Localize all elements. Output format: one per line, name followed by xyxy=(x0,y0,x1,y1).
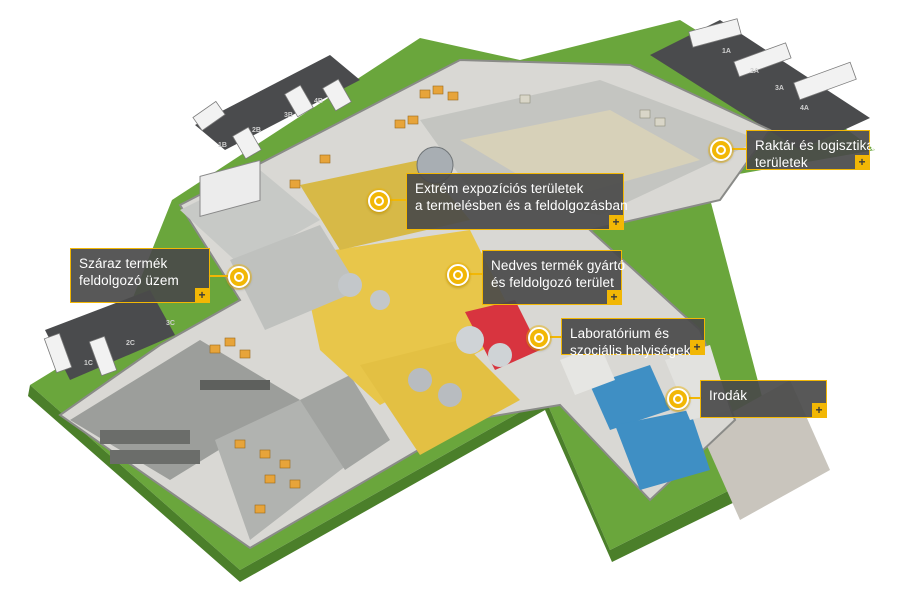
dock-label-1a: 1A xyxy=(722,48,731,55)
callout-warehouse-line-2: területek xyxy=(755,155,808,170)
connector-extreme xyxy=(384,199,408,201)
plus-icon: + xyxy=(812,403,826,417)
pallets xyxy=(209,85,666,514)
dock-label-3c: 3C xyxy=(166,320,175,327)
callout-warehouse[interactable]: Raktár és logisztikai területek + xyxy=(746,130,878,170)
plus-icon: + xyxy=(855,155,869,169)
callout-dry-line-2: feldolgozó üzem xyxy=(79,273,179,288)
dock-label-1c: 1C xyxy=(84,360,93,367)
hotspot-lab[interactable] xyxy=(528,327,550,349)
callout-lab[interactable]: Laboratórium és szociális helyiségek + xyxy=(561,318,705,358)
callout-wet-line-2: és feldolgozó terület xyxy=(491,275,614,290)
hotspot-extreme[interactable] xyxy=(368,190,390,212)
trucks xyxy=(43,18,857,377)
callout-extreme[interactable]: Extrém expozíciós területek a termelésbe… xyxy=(406,173,628,230)
plus-icon: + xyxy=(195,288,209,302)
dock-label-2c: 2C xyxy=(126,340,135,347)
hotspot-dry[interactable] xyxy=(228,266,250,288)
dock-label-3a: 3A xyxy=(775,85,784,92)
dock-label-4b: 4B xyxy=(314,98,323,105)
dock-label-2b: 2B xyxy=(252,127,261,134)
callout-extreme-line-1: Extrém expozíciós területek xyxy=(415,181,584,196)
callout-dry[interactable]: Száraz termék feldolgozó üzem + xyxy=(70,248,210,303)
callout-wet-line-1: Nedves termék gyártó xyxy=(491,258,626,273)
connector-wet xyxy=(464,273,484,275)
callout-offices[interactable]: Irodák + xyxy=(700,380,827,418)
hotspot-warehouse[interactable] xyxy=(710,139,732,161)
callout-dry-line-1: Száraz termék xyxy=(79,256,168,271)
callout-warehouse-line-1: Raktár és logisztikai xyxy=(755,138,878,153)
connector-warehouse xyxy=(726,148,748,150)
dock-label-1b: 1B xyxy=(218,142,227,149)
dock-label-3b: 3B xyxy=(284,112,293,119)
plus-icon: + xyxy=(607,290,621,304)
callout-lab-line-2: szociális helyiségek xyxy=(570,343,691,358)
machinery xyxy=(100,146,512,464)
hotspot-offices[interactable] xyxy=(667,388,689,410)
hotspot-wet[interactable] xyxy=(447,264,469,286)
callout-lab-line-1: Laboratórium és xyxy=(570,326,670,341)
dock-label-4a: 4A xyxy=(800,105,809,112)
connector-dry xyxy=(208,275,230,277)
callout-extreme-line-2: a termelésben és a feldolgozásban xyxy=(415,198,628,213)
connector-offices xyxy=(684,397,702,399)
callout-wet[interactable]: Nedves termék gyártó és feldolgozó terül… xyxy=(482,250,626,305)
dock-label-2a: 2A xyxy=(750,68,759,75)
callout-offices-line-1: Irodák xyxy=(709,388,748,403)
connector-lab xyxy=(545,336,563,338)
plus-icon: + xyxy=(609,215,623,229)
plus-icon: + xyxy=(690,340,704,354)
